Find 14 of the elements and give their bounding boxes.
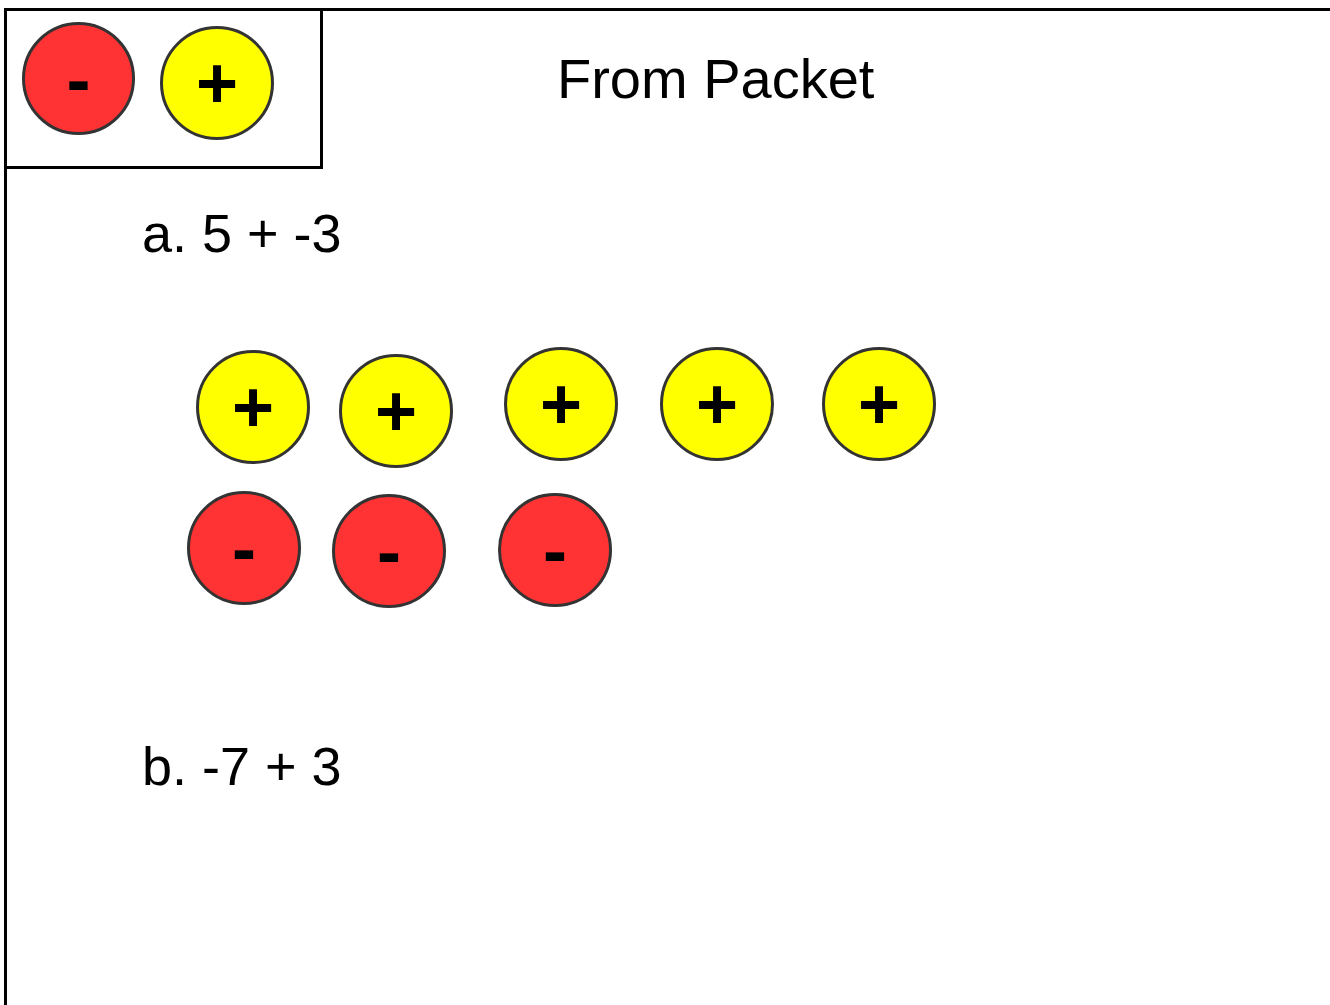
counter-chip: + <box>660 347 774 461</box>
counter-chip: - <box>22 22 135 135</box>
counter-chip: + <box>196 350 310 464</box>
counter-chip: + <box>504 347 618 461</box>
problem-label: a. 5 + -3 <box>142 202 342 264</box>
problem-label: b. -7 + 3 <box>142 735 342 797</box>
title: From Packet <box>557 46 875 111</box>
counter-chip: + <box>339 354 453 468</box>
counter-chip: - <box>187 491 301 605</box>
counter-chip: - <box>332 494 446 608</box>
counter-chip: + <box>160 26 274 140</box>
key-box <box>4 8 323 169</box>
counter-chip: - <box>498 493 612 607</box>
counter-chip: + <box>822 347 936 461</box>
